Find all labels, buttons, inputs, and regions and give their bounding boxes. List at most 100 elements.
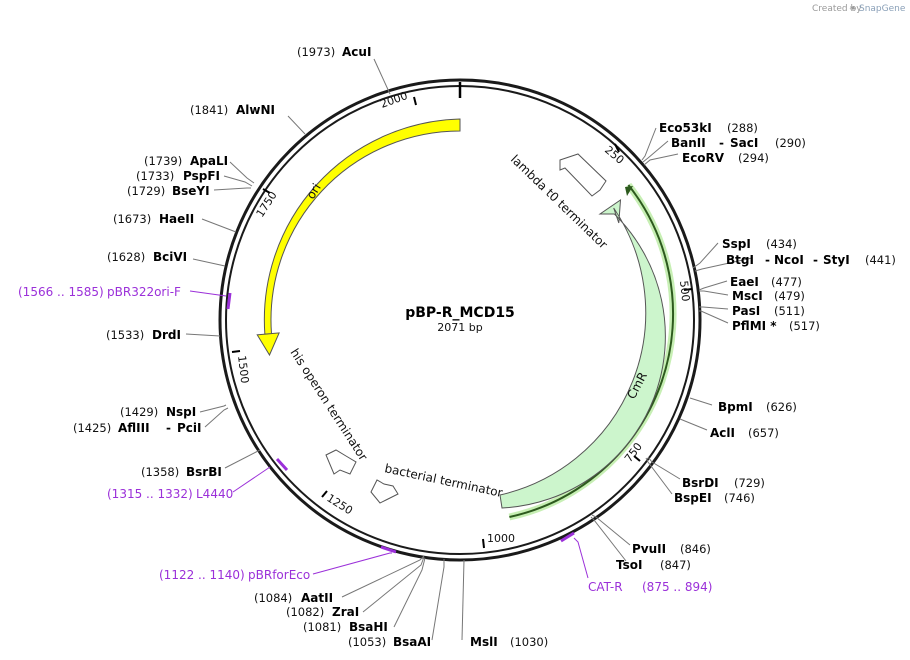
primer-pbrforeco[interactable]: pBRforEco (248, 568, 310, 582)
enzyme-pos-banii: (290) (775, 136, 806, 150)
bacterial-terminator-arrow[interactable] (370, 479, 399, 504)
tick-1000: 1000 (487, 532, 515, 545)
enzyme-btgi[interactable]: BtgI (726, 253, 754, 267)
his-terminator-label: his operon terminator (287, 346, 370, 463)
enzyme-ecorv[interactable]: EcoRV (682, 151, 725, 165)
enzyme-styi[interactable]: StyI (823, 253, 850, 267)
enzyme-pcii[interactable]: PciI (177, 421, 202, 435)
cmr-primer-strand (509, 184, 675, 518)
enzyme-eco53ki[interactable]: Eco53kI (659, 121, 712, 135)
enzyme-aatii[interactable]: AatII (301, 591, 333, 605)
enzyme-banii[interactable]: BanII (671, 136, 706, 150)
enzyme-afliii[interactable]: AflIII (118, 421, 150, 435)
enzyme-bpmi[interactable]: BpmI (718, 400, 753, 414)
primer-l4440[interactable]: L4440 (196, 487, 233, 501)
leader-bseyi (213, 187, 251, 191)
enzyme-ncoi[interactable]: NcoI (774, 253, 804, 267)
leader-aatii (341, 555, 425, 598)
enzyme-pos-drdi: (1533) (106, 328, 144, 342)
leader-banii (642, 140, 669, 163)
leader-eaei (698, 280, 728, 291)
enzyme-haeii[interactable]: HaeII (159, 212, 194, 226)
enzyme-bseyi[interactable]: BseYI (172, 184, 210, 198)
lambda-terminator-arrow[interactable] (559, 153, 607, 197)
enzyme-bsrbi[interactable]: BsrBI (186, 465, 222, 479)
enzyme-dash-btgi: - (765, 253, 770, 267)
leader-bsahi (393, 557, 426, 628)
enzyme-pos-acui: (1973) (297, 45, 335, 59)
primer-markers (189, 290, 589, 579)
leader-bpmi (689, 397, 713, 406)
enzyme-msci[interactable]: MscI (732, 289, 763, 303)
enzyme-pos-eco53ki: (288) (727, 121, 758, 135)
his-terminator-arrow[interactable] (325, 449, 357, 475)
leader-pasi (699, 306, 729, 310)
enzyme-pos-tsoi: (847) (660, 558, 691, 572)
tick-mark-500 (683, 288, 693, 291)
leader-tsoi (590, 516, 627, 562)
enzyme-pos-nspi: (1429) (120, 405, 158, 419)
enzyme-acui[interactable]: AcuI (342, 45, 371, 59)
tick-250: 250 (602, 143, 626, 166)
leader-msci (699, 290, 729, 296)
leader-pspfi (223, 175, 253, 187)
enzyme-tsoi[interactable]: TsoI (616, 558, 642, 572)
enzyme-pspfi[interactable]: PspFI (183, 169, 220, 183)
enzyme-eaei[interactable]: EaeI (730, 275, 759, 289)
primer-pbr322ori[interactable]: pBR322ori-F (107, 285, 181, 299)
backbone-outer (218, 78, 702, 562)
tick-mark-1500 (231, 350, 241, 353)
enzyme-pos-bsaai: (1053) (348, 635, 386, 649)
enzyme-pos-pspfi: (1733) (136, 169, 174, 183)
enzyme-nspi[interactable]: NspI (166, 405, 196, 419)
leader-acui (373, 58, 391, 95)
tick-mark-750 (633, 455, 641, 462)
leader-bsrdi (647, 456, 681, 480)
enzyme-alwni[interactable]: AlwNI (236, 103, 275, 117)
tick-mark-1750 (262, 188, 271, 194)
leader-catr (573, 537, 589, 579)
enzyme-apali[interactable]: ApaLI (190, 154, 228, 168)
watermark-prefix: Created by (812, 4, 862, 14)
leader-bsaai (431, 559, 445, 641)
snapgene-logo-icon: ❧ (849, 4, 857, 14)
leader-pvuii (591, 514, 631, 546)
leader-afliii (204, 407, 229, 428)
primer-range-pbrforeco: (1122 .. 1140) (159, 568, 245, 582)
enzyme-pos-bsrbi: (1358) (141, 465, 179, 479)
enzyme-bspei[interactable]: BspEI (674, 491, 712, 505)
primer-catr[interactable]: CAT-R (588, 580, 623, 594)
enzyme-pos-bsahi: (1081) (303, 620, 341, 634)
lambda-terminator-label: lambda t0 terminator (508, 152, 610, 252)
enzyme-drdi[interactable]: DrdI (152, 328, 181, 342)
enzyme-pflmi[interactable]: PflMI * (732, 319, 777, 333)
leader-pflmi (699, 310, 729, 324)
enzyme-bsrdi[interactable]: BsrDI (682, 476, 719, 490)
ori-feature[interactable] (256, 118, 461, 357)
enzyme-sspi[interactable]: SspI (722, 237, 751, 251)
leader-sspi (692, 242, 719, 269)
enzyme-pos-afliii: (1425) (73, 421, 111, 435)
leader-pbrforeco (312, 552, 392, 575)
enzyme-bcivi[interactable]: BciVI (153, 250, 187, 264)
enzyme-saci[interactable]: SacI (730, 136, 758, 150)
enzyme-acli[interactable]: AclI (710, 426, 735, 440)
enzyme-bsaai[interactable]: BsaAI (393, 635, 431, 649)
enzyme-pasi[interactable]: PasI (732, 304, 760, 318)
tick-500: 500 (677, 280, 692, 302)
enzyme-dash-banii: - (719, 136, 724, 150)
enzyme-pos-msci: (479) (774, 289, 805, 303)
enzyme-pvuii[interactable]: PvuII (632, 542, 666, 556)
enzyme-pos-bpmi: (626) (766, 400, 797, 414)
enzyme-bsahi[interactable]: BsaHI (349, 620, 388, 634)
tick-mark-1250 (321, 490, 328, 498)
enzyme-zrai[interactable]: ZraI (332, 605, 359, 619)
enzyme-pos-pvuii: (846) (680, 542, 711, 556)
enzyme-pos-msli: (1030) (510, 635, 548, 649)
cmr-feature[interactable] (499, 199, 666, 509)
enzyme-pos-ecorv: (294) (738, 151, 769, 165)
enzyme-pos-zrai: (1082) (286, 605, 324, 619)
enzyme-dash-ncoi: - (813, 253, 818, 267)
leader-btgi (694, 257, 753, 272)
enzyme-msli[interactable]: MslI (470, 635, 498, 649)
